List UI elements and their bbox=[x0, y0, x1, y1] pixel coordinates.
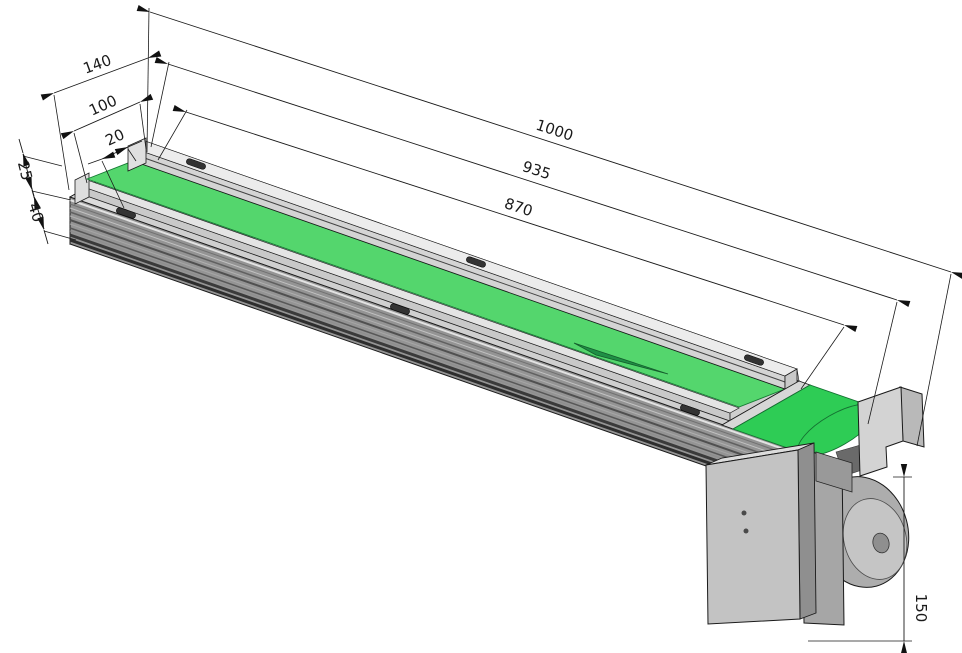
housing-screw bbox=[741, 510, 747, 516]
dimension-rail-height: 25 bbox=[14, 138, 37, 205]
dimension-drive-height: 150 bbox=[900, 464, 930, 653]
extension-line bbox=[101, 160, 125, 209]
extension-line bbox=[916, 273, 952, 447]
belt-clamp bbox=[116, 207, 136, 219]
motor-hub bbox=[872, 532, 890, 554]
extension-line bbox=[43, 230, 77, 241]
dim-slot-offset-line bbox=[101, 146, 129, 160]
dim-frame-height-arrow bbox=[37, 216, 49, 245]
dim-drive-height-label: 150 bbox=[912, 594, 930, 623]
extension-line bbox=[31, 190, 72, 201]
dim-slot-offset-label: 20 bbox=[102, 125, 127, 149]
end-bracket bbox=[899, 386, 925, 448]
extrusion-groove bbox=[69, 203, 813, 464]
dim-overall-width-line bbox=[40, 50, 162, 101]
belt-direction-arrow bbox=[573, 342, 669, 375]
dim-rail-height-arrow bbox=[18, 138, 30, 167]
dim-frame-height-label: 40 bbox=[24, 201, 47, 225]
end-bearing-plate bbox=[857, 386, 904, 477]
dimension-overall-width: 140 bbox=[40, 50, 162, 101]
extension-line bbox=[73, 132, 88, 184]
motor-housing-front-face bbox=[705, 449, 801, 625]
extension-line bbox=[53, 94, 70, 191]
front-guide-rail-end-cap bbox=[74, 172, 90, 205]
extension-line bbox=[127, 148, 137, 162]
dim-belt-width-line bbox=[60, 93, 154, 140]
dim-overall-width-label: 140 bbox=[81, 51, 114, 78]
dimension-belt-width: 100 bbox=[60, 91, 154, 140]
extension-line bbox=[150, 61, 170, 148]
dim-belt-width-label: 100 bbox=[86, 91, 119, 119]
belt-clamp bbox=[744, 354, 764, 366]
dim-slot-offset-arrow bbox=[87, 151, 116, 165]
drive-motor-assembly bbox=[705, 442, 910, 626]
motor-housing-side-face bbox=[797, 442, 817, 620]
dim-overall-length-label: 1000 bbox=[534, 116, 576, 145]
dimension-frame-height: 40 bbox=[24, 181, 49, 245]
dimension-annotations: 140 100 20 25 40 bbox=[14, 4, 962, 653]
conveyor-model bbox=[68, 137, 925, 626]
front-guide-rail-top bbox=[77, 179, 740, 414]
dim-belt-length-line bbox=[172, 104, 858, 333]
dim-rail-height-label: 25 bbox=[14, 159, 36, 182]
dim-frame-height-arrow bbox=[29, 181, 41, 210]
extension-line bbox=[800, 326, 845, 390]
extension-line bbox=[146, 7, 150, 153]
belt-clamp bbox=[680, 404, 700, 416]
housing-screw bbox=[743, 528, 749, 534]
gearbox-block bbox=[815, 451, 853, 493]
extrusion-groove bbox=[69, 199, 813, 460]
extension-line bbox=[867, 301, 898, 425]
front-guide-rail-face bbox=[77, 184, 731, 422]
